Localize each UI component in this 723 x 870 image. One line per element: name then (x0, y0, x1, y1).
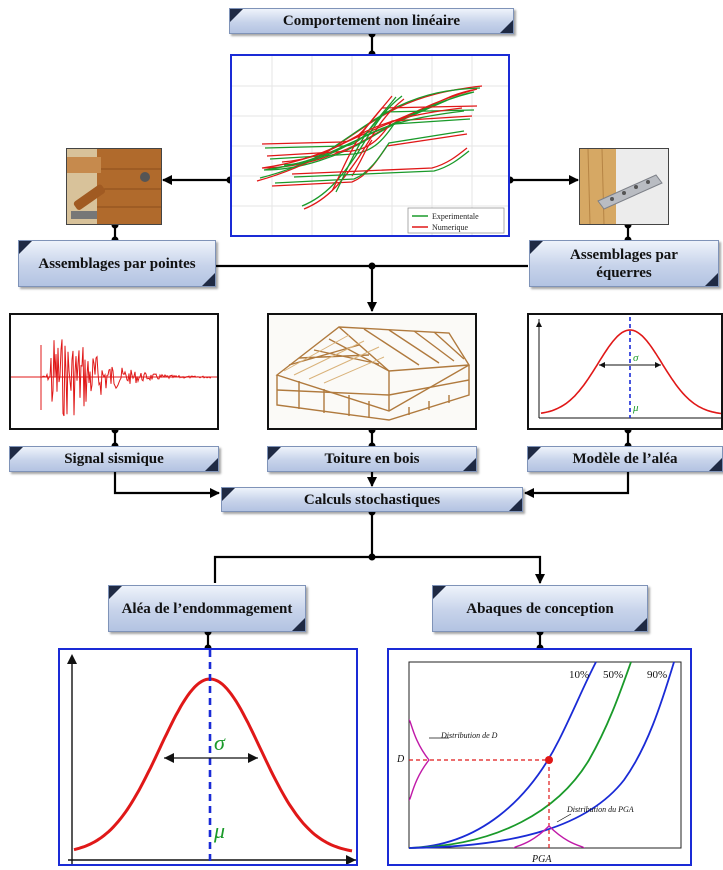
assemblages-pointes-label: Assemblages par pointes (38, 255, 196, 272)
calculs-label: Calculs stochastiques (303, 491, 441, 508)
assemblages-equerres-node: Assemblages par équerres (529, 240, 719, 287)
abaque-chart: 10% 50% 90% Distribution de D Distributi… (396, 661, 682, 865)
hysteresis-loops (256, 85, 483, 210)
gaussian-small-chart: σ μ (536, 317, 722, 419)
gaussian-large-chart: σ μ (67, 650, 356, 865)
signal-node: Signal sismique (9, 446, 219, 472)
assemblages-pointes-node: Assemblages par pointes (18, 240, 216, 287)
dist-pga-label: Distribution du PGA (566, 805, 634, 814)
comportement-node: Comportement non linéaire (229, 8, 514, 34)
abaques-label: Abaques de conception (466, 600, 614, 617)
x-axis-label: PGA (531, 854, 552, 864)
toiture-label: Toiture en bois (324, 451, 420, 467)
intersection-point (545, 756, 553, 764)
curve-90 (408, 661, 675, 849)
comportement-label: Comportement non linéaire (282, 13, 461, 29)
gaussian-large-sigma: σ (214, 730, 226, 755)
legend-experimental: Experimentale (432, 212, 479, 221)
label-50: 50% (603, 669, 623, 681)
dist-d-label: Distribution de D (440, 731, 498, 740)
signal-label: Signal sismique (64, 451, 164, 467)
gaussian-large-mu: μ (213, 818, 225, 843)
y-axis-label: D (396, 754, 405, 765)
modele-alea-label: Modèle de l’aléa (572, 451, 678, 467)
hysteresis-plot: Experimentale Numerique (230, 54, 510, 237)
gaussian-small-mu: μ (632, 402, 639, 414)
seismic-signal-trace (40, 339, 212, 417)
label-10: 10% (569, 669, 589, 681)
abaques-node: Abaques de conception (432, 585, 648, 632)
modele-alea-node: Modèle de l’aléa (527, 446, 723, 472)
distribution-d (408, 719, 430, 801)
calculs-node: Calculs stochastiques (221, 487, 523, 512)
hysteresis-chart: Experimentale Numerique (232, 56, 508, 235)
seismic-signal-plot (9, 313, 219, 430)
assemblages-equerres-label: Assemblages par équerres (570, 246, 678, 281)
damage-distribution-plot: σ μ (58, 648, 358, 866)
abaque-plot: 10% 50% 90% Distribution de D Distributi… (387, 648, 692, 866)
bracket-connection-photo (579, 148, 669, 225)
toiture-node: Toiture en bois (267, 446, 477, 472)
wooden-roof-image (267, 313, 477, 430)
legend-numerique: Numerique (432, 223, 468, 232)
label-90: 90% (647, 669, 667, 681)
curve-50 (408, 661, 632, 849)
nail-connection-photo (66, 148, 162, 225)
gaussian-small-curve (540, 329, 722, 415)
alea-endommagement-node: Aléa de l’endommagement (108, 585, 306, 632)
curve-10 (408, 661, 597, 849)
hazard-model-plot: σ μ (527, 313, 723, 430)
gaussian-large-curve (73, 677, 353, 853)
alea-endommagement-label: Aléa de l’endommagement (121, 600, 293, 617)
distribution-pga (513, 825, 585, 849)
gaussian-small-sigma: σ (633, 352, 639, 364)
